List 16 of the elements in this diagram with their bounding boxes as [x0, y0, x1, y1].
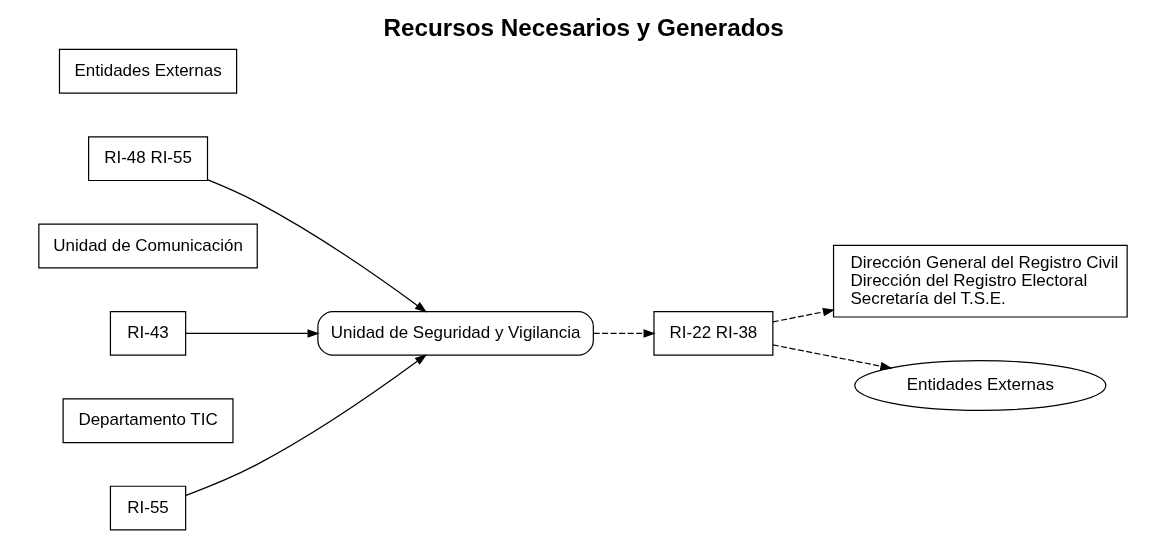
node-box: RI-48 RI-55	[87, 136, 208, 182]
node-box: Unidad de Seguridad y Vigilancia	[316, 310, 594, 356]
arrow	[771, 344, 893, 371]
node-box: Departamento TIC	[62, 398, 234, 444]
node-box: RI-55	[109, 485, 186, 531]
diagram-title: Recursos Necesarios y Generados	[382, 14, 784, 42]
arrow	[184, 329, 320, 338]
node-box: RI-22 RI-38	[652, 310, 773, 356]
node-box: RI-43	[109, 310, 186, 356]
arrow	[592, 329, 656, 338]
node-box: Unidad de Comunicación	[37, 223, 258, 269]
arrow	[771, 307, 835, 323]
arrow	[206, 179, 427, 313]
node-box: Dirección General del Registro Civil Dirección del Registro Electoral Secretaría del T.S.E.	[832, 244, 1128, 318]
node-box: Entidades Externas	[58, 48, 237, 94]
arrow	[184, 354, 427, 496]
